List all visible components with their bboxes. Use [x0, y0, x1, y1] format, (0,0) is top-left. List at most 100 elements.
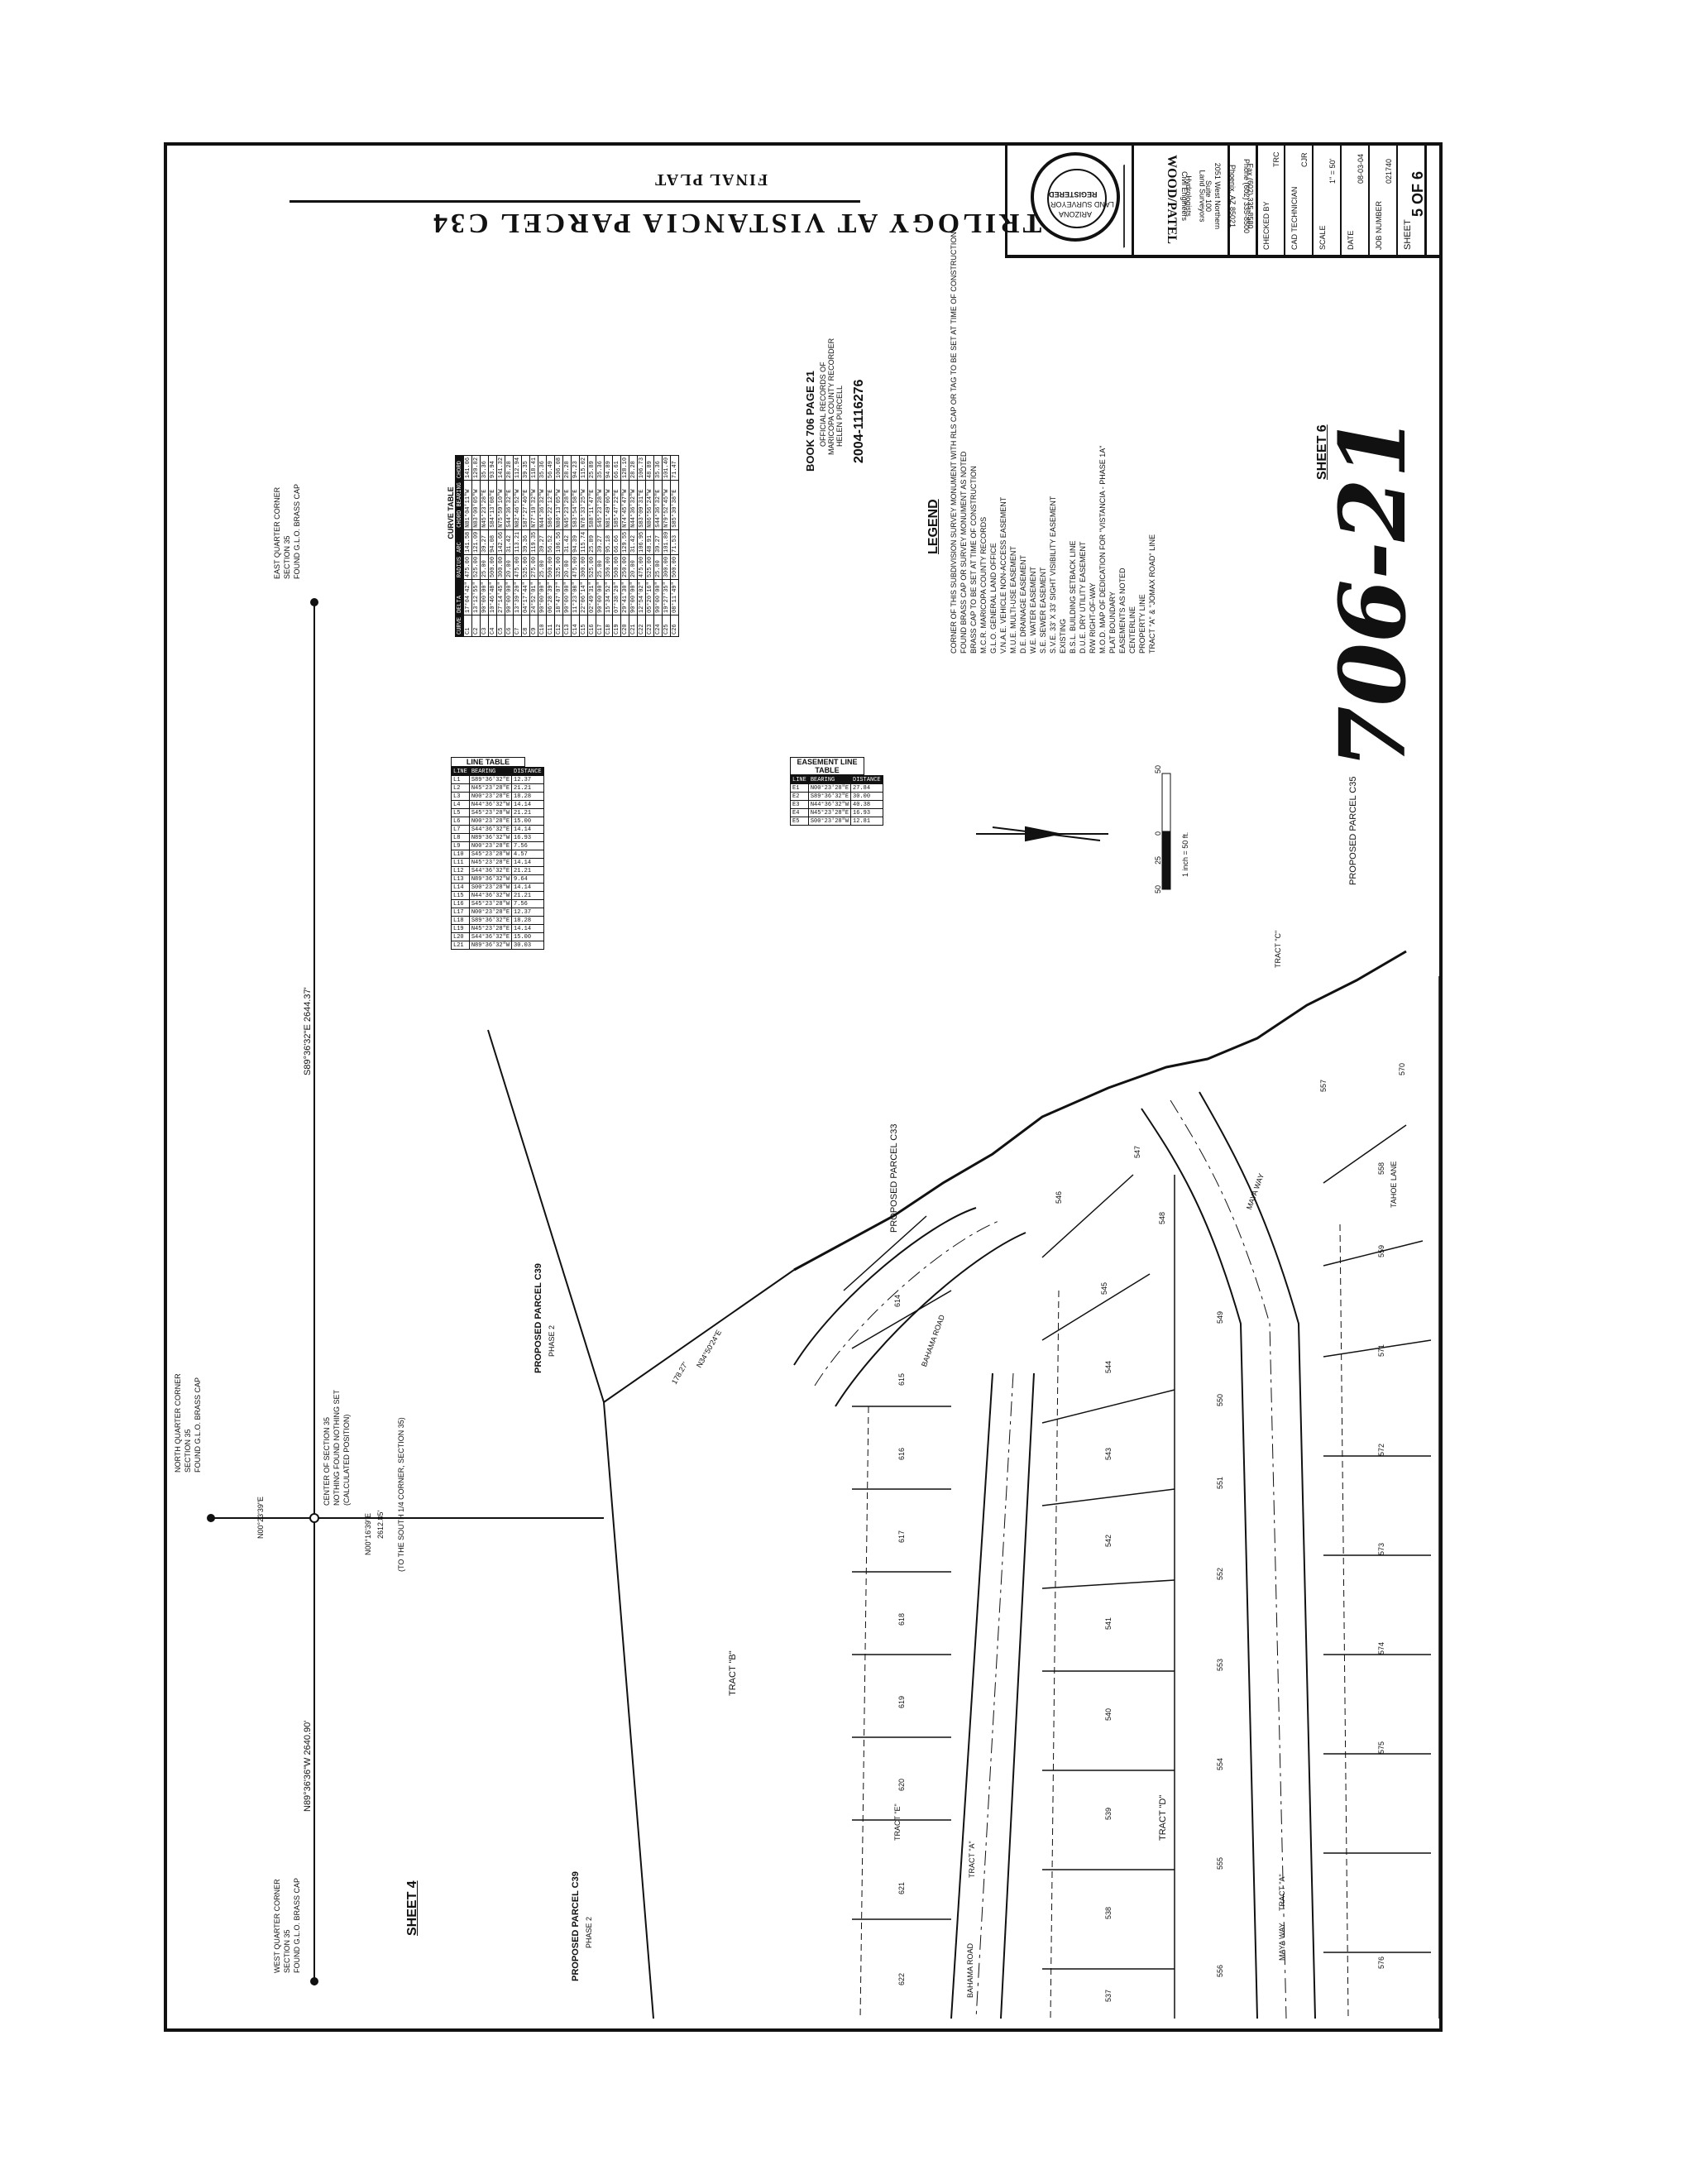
bahama-centerline	[975, 1372, 1014, 2019]
line-table-cell: L19	[451, 924, 470, 933]
curve-table-cell: 39.27	[538, 529, 547, 555]
legend-item: S.E. SEWER EASEMENT	[1039, 567, 1047, 654]
corner-text: CENTER OF SECTION 35	[323, 1416, 331, 1506]
curve-table-cell: 119.35	[529, 529, 538, 555]
curve-table-cell: 66.66	[612, 529, 621, 555]
curve-table-cell: N78°33'25"W	[579, 480, 588, 530]
west-line-label: N89°36'36"W 2640.90'	[303, 1720, 313, 1812]
legend-heading: LEGEND	[926, 499, 940, 554]
lot-number: 559	[1377, 1244, 1385, 1257]
curve-table-cell: 101.40	[662, 455, 671, 481]
curve-table-cell: C17	[596, 615, 605, 637]
north-tie-label: N00°23'39"E	[256, 1496, 265, 1539]
street-label: MAYA WAY	[1278, 1923, 1286, 1961]
scale-tick: 0	[1154, 831, 1162, 836]
legend-item: PLAT BOUNDARY	[1108, 591, 1117, 654]
curve-table-cell: 106.73	[637, 455, 646, 481]
curve-table-cell: 35.36	[596, 455, 605, 481]
tract-label: TRACT "A"	[968, 1841, 976, 1878]
curve-table-cell: 31.42	[629, 529, 638, 555]
title-strip	[1005, 142, 1443, 258]
line-table-cell: N00°23'28"E	[468, 841, 513, 850]
parcel-c39-phase: PHASE 2	[548, 1324, 556, 1357]
curve-table-cell: 28.28	[562, 455, 572, 481]
legend-item: S.V.E. 33' X 33' SIGHT VISIBILITY EASEME…	[1049, 496, 1057, 654]
line-table-cell: N89°36'32"W	[468, 874, 513, 884]
lot-number: 543	[1104, 1447, 1113, 1460]
curve-table-cell: 90°00'00"	[562, 579, 572, 615]
curve-table-cell: 325.00	[554, 554, 563, 580]
curve-table-cell: 13°39'20"	[513, 579, 522, 615]
curve-table-cell: 475.00	[571, 554, 580, 580]
parcel-c39-phase: PHASE 2	[585, 1916, 593, 1948]
line-table-cell: S45°23'28"W	[468, 899, 513, 908]
curve-table-cell: 19°27'35"	[662, 579, 671, 615]
subdivision-boundary	[793, 950, 1407, 1272]
book-page: BOOK 706 PAGE 21	[804, 371, 816, 472]
corner-text: (CALCULATED POSITION)	[342, 1414, 351, 1506]
curve-table-cell: 48.91	[645, 529, 654, 555]
lot-number: 617	[897, 1530, 906, 1543]
lot-number: 572	[1377, 1443, 1385, 1456]
easement-table-cell: E5	[790, 817, 809, 826]
curve-table-cell: 90°00'00"	[505, 579, 514, 615]
curve-table-cell: 27°14'45"	[496, 579, 505, 615]
curve-table-header-cell: DELTA	[455, 579, 464, 615]
curve-table-cell: N45°23'28"E	[480, 480, 489, 530]
curve-table-cell: 90°00'00"	[538, 579, 547, 615]
curve-table-cell: C7	[513, 615, 522, 637]
tract-label: TRACT "D"	[1158, 1794, 1168, 1841]
curve-table-cell: S44°36'32"E	[653, 480, 663, 530]
curve-table-cell: S87°27'40"E	[521, 480, 530, 530]
lot-number: 555	[1216, 1856, 1224, 1870]
line-table-cell: N45°23'28"E	[468, 783, 513, 793]
line-table-cell: L18	[451, 916, 470, 925]
line-table-cell: L21	[451, 941, 470, 950]
curve-table-cell: 350.00	[604, 554, 613, 580]
lot-number: 556	[1216, 1964, 1224, 1977]
line-table-cell: N44°36'32"W	[468, 800, 513, 809]
curve-table-cell: 90°00'00"	[653, 579, 663, 615]
line-table-cell: 7.56	[511, 899, 544, 908]
corner-text: EAST QUARTER CORNER	[273, 486, 281, 579]
curve-table-cell: C21	[629, 615, 638, 637]
legend-item: BRASS CAP TO BE SET AT TIME OF CONSTRUCT…	[969, 466, 978, 654]
lot-number: 558	[1377, 1161, 1385, 1175]
line-table-cell: 14.14	[511, 924, 544, 933]
parcel-boundary-west	[603, 1401, 654, 2019]
curve-table-cell: 300.00	[579, 554, 588, 580]
street-bahama-centerline	[814, 1219, 1002, 1387]
curve-table-cell: 12°54'02"	[637, 579, 646, 615]
lot-number: 575	[1377, 1741, 1385, 1754]
curve-table-header-cell: CHORD	[455, 455, 464, 481]
line-table-heading: LINE TABLE	[451, 757, 525, 767]
curve-table-cell: N81°04'11"W	[463, 480, 472, 530]
lot-number: 548	[1158, 1211, 1166, 1224]
curve-table-cell: 13°12'55"	[471, 579, 481, 615]
curve-table-cell: S83°54'58"E	[571, 480, 580, 530]
curve-table-cell: N77°10'32"W	[529, 480, 538, 530]
curve-table-cell: 39.27	[596, 529, 605, 555]
lot-number: 545	[1100, 1281, 1108, 1295]
curve-table-cell: C13	[562, 615, 572, 637]
curve-table-cell: S83°09'31"E	[637, 480, 646, 530]
line-table-cell: S89°36'32"E	[468, 775, 513, 784]
curve-table-cell: 500.00	[546, 554, 555, 580]
line-table-cell: L15	[451, 891, 470, 900]
curve-table-cell: 29°41'30"	[620, 579, 629, 615]
curve-table-cell: C25	[662, 615, 671, 637]
curve-table-cell: 475.00	[513, 554, 522, 580]
curve-table-cell: S85°30'38"E	[670, 480, 679, 530]
line-table-cell: L9	[451, 841, 470, 850]
curve-table-cell: 25.89	[587, 455, 596, 481]
curve-table-cell: 525.00	[645, 554, 654, 580]
lot-number: 550	[1216, 1393, 1224, 1406]
